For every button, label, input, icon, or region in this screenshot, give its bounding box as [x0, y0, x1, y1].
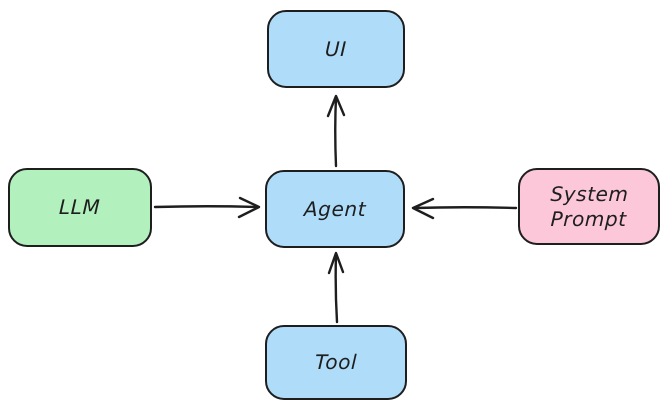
- node-llm-label: LLM: [58, 195, 102, 219]
- node-agent[interactable]: Agent: [265, 170, 405, 248]
- arrow-tool-to-agent[interactable]: [327, 251, 345, 324]
- arrow-agent-to-ui[interactable]: [326, 94, 346, 168]
- node-system-prompt-label: System Prompt: [549, 181, 629, 231]
- node-tool-label: Tool: [314, 350, 358, 374]
- node-system-prompt[interactable]: System Prompt: [518, 168, 660, 245]
- node-llm[interactable]: LLM: [8, 168, 152, 247]
- node-ui[interactable]: UI: [267, 10, 405, 88]
- node-tool[interactable]: Tool: [265, 325, 407, 400]
- arrow-llm-to-agent[interactable]: [153, 196, 261, 219]
- arrow-system-prompt-to-agent[interactable]: [411, 197, 518, 220]
- node-agent-label: Agent: [303, 196, 367, 221]
- node-ui-label: UI: [324, 36, 348, 61]
